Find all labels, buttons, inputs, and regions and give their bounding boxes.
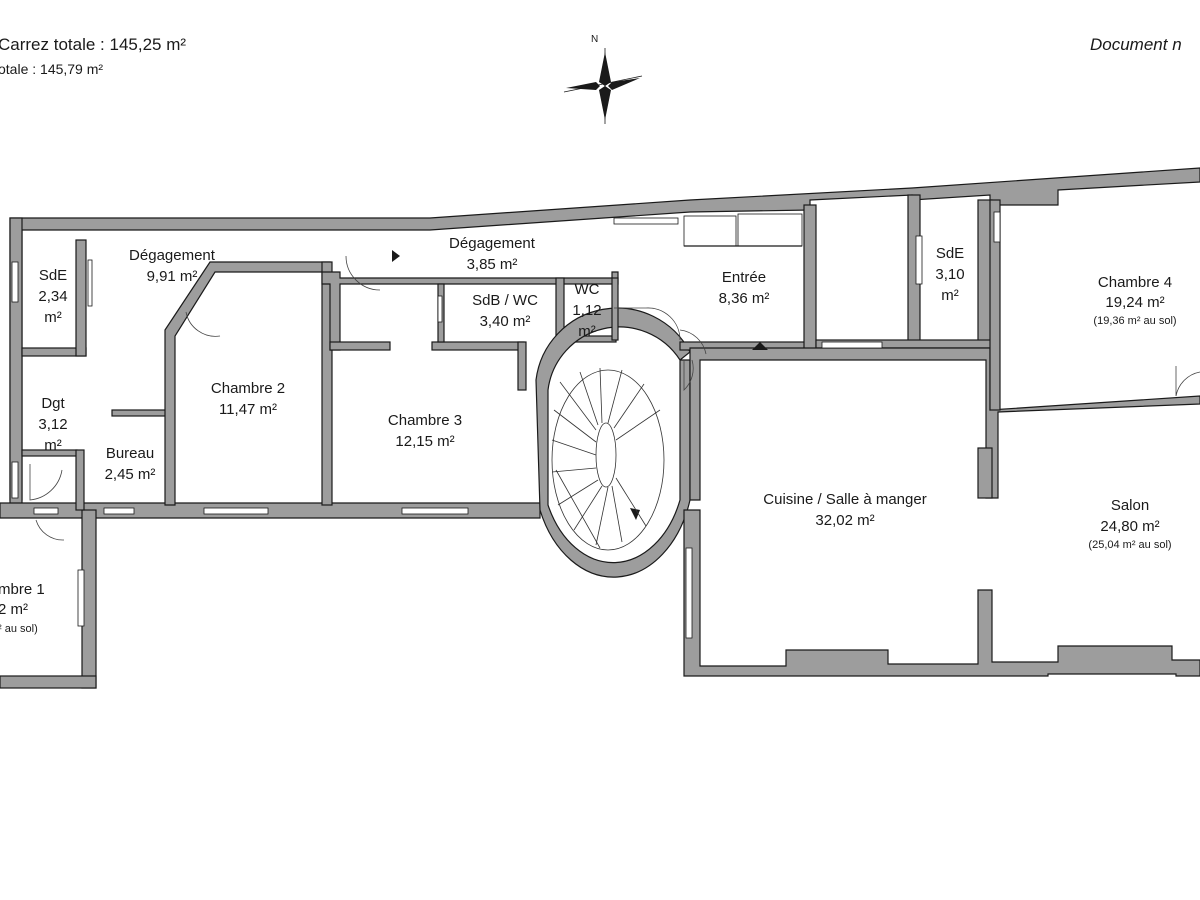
room-sdb-wc: SdB / WC 3,40 m² xyxy=(472,292,538,330)
svg-text:Bureau: Bureau xyxy=(106,445,154,462)
svg-text:m²: m² xyxy=(578,323,596,340)
svg-text:8,36 m²: 8,36 m² xyxy=(719,290,770,307)
room-sde-right: SdE 3,10 m² xyxy=(935,245,964,304)
room-sde-left: SdE 2,34 m² xyxy=(38,267,67,326)
svg-text:2,45 m²: 2,45 m² xyxy=(105,466,156,483)
room-degagement-2: Dégagement 3,85 m² xyxy=(449,235,536,273)
svg-text:Dégagement: Dégagement xyxy=(449,235,536,252)
doors xyxy=(29,255,1200,541)
svg-text:m²: m² xyxy=(941,287,959,304)
room-chambre-1: mbre 1 2 m² ² au sol) xyxy=(0,581,45,635)
wall-chambre4-left xyxy=(989,199,1001,411)
wall-cuisine-top xyxy=(689,347,1200,501)
arrow-marker-3 xyxy=(630,508,640,520)
svg-text:Dégagement: Dégagement xyxy=(129,247,216,264)
room-dgt: Dgt 3,12 m² xyxy=(38,395,67,454)
surface-carrez-total: Carrez totale : 145,25 m² xyxy=(0,35,186,54)
svg-text:m²: m² xyxy=(44,309,62,326)
svg-text:Dgt: Dgt xyxy=(41,395,65,412)
svg-text:Cuisine / Salle à manger: Cuisine / Salle à manger xyxy=(763,491,926,508)
svg-text:WC: WC xyxy=(575,281,600,298)
wall-ch3-top xyxy=(329,341,391,351)
svg-text:Chambre 3: Chambre 3 xyxy=(388,412,462,429)
wall-dgt-right xyxy=(75,449,85,511)
svg-text:Salon: Salon xyxy=(1111,497,1149,514)
svg-text:Chambre 2: Chambre 2 xyxy=(211,380,285,397)
room-chambre-2: Chambre 2 11,47 m² xyxy=(211,380,285,418)
chambre1-bottom-wall xyxy=(0,675,97,689)
stair-enclosure xyxy=(535,307,691,578)
room-chambre-4: Chambre 4 19,24 m² (19,36 m² au sol) xyxy=(1093,274,1176,327)
svg-text:² au sol): ² au sol) xyxy=(0,623,38,635)
wall-chambre2 xyxy=(164,261,331,506)
windows xyxy=(11,211,1001,639)
svg-text:SdE: SdE xyxy=(936,245,964,262)
room-degagement-1: Dégagement 9,91 m² xyxy=(129,247,216,285)
wall-sdb-right xyxy=(517,341,527,391)
svg-text:(25,04 m² au sol): (25,04 m² au sol) xyxy=(1088,539,1171,551)
document-note: Document n xyxy=(1090,35,1182,54)
svg-text:11,47 m²: 11,47 m² xyxy=(219,401,277,418)
svg-text:m²: m² xyxy=(44,437,62,454)
top-wall xyxy=(9,167,1200,501)
svg-text:24,80 m²: 24,80 m² xyxy=(1100,518,1159,535)
svg-text:2,34: 2,34 xyxy=(38,288,67,305)
svg-text:19,24 m²: 19,24 m² xyxy=(1105,294,1164,311)
svg-text:2 m²: 2 m² xyxy=(0,601,28,618)
surface-total: otale : 145,79 m² xyxy=(0,61,103,77)
compass-north-label: N xyxy=(591,34,598,45)
svg-text:3,40 m²: 3,40 m² xyxy=(480,313,531,330)
wall-entree-right xyxy=(803,204,817,351)
entree-closets xyxy=(613,213,803,247)
svg-text:SdE: SdE xyxy=(39,267,67,284)
svg-text:mbre 1: mbre 1 xyxy=(0,581,45,598)
svg-text:3,10: 3,10 xyxy=(935,266,964,283)
room-bureau: Bureau 2,45 m² xyxy=(105,445,156,483)
arrow-marker-2 xyxy=(752,342,768,350)
svg-text:32,02 m²: 32,02 m² xyxy=(815,512,874,529)
svg-text:9,91 m²: 9,91 m² xyxy=(147,268,198,285)
room-cuisine: Cuisine / Salle à manger 32,02 m² xyxy=(763,491,926,529)
wall-cuisine-outer xyxy=(683,509,1200,677)
room-chambre-3: Chambre 3 12,15 m² xyxy=(388,412,462,450)
svg-text:1,12: 1,12 xyxy=(572,302,601,319)
svg-text:Entrée: Entrée xyxy=(722,269,766,286)
svg-text:Chambre 4: Chambre 4 xyxy=(1098,274,1172,291)
spiral-staircase xyxy=(551,367,665,551)
svg-text:(19,36 m² au sol): (19,36 m² au sol) xyxy=(1093,315,1176,327)
arrow-marker-1 xyxy=(392,250,400,262)
wall-ch3-top2 xyxy=(431,341,525,351)
wall-bureau-top xyxy=(111,409,169,417)
room-wc: WC 1,12 m² xyxy=(572,281,601,340)
svg-text:3,85 m²: 3,85 m² xyxy=(467,256,518,273)
svg-text:SdB / WC: SdB / WC xyxy=(472,292,538,309)
compass-rose: N xyxy=(563,34,643,124)
room-entree: Entrée 8,36 m² xyxy=(719,269,770,307)
wall-entree-left xyxy=(611,277,619,341)
svg-text:12,15 m²: 12,15 m² xyxy=(395,433,454,450)
wall-ch2-ch3 xyxy=(321,261,333,506)
wall-sde-right xyxy=(75,239,87,357)
svg-text:3,12: 3,12 xyxy=(38,416,67,433)
wall-salon-separator xyxy=(977,447,993,499)
room-salon: Salon 24,80 m² (25,04 m² au sol) xyxy=(1088,497,1171,551)
